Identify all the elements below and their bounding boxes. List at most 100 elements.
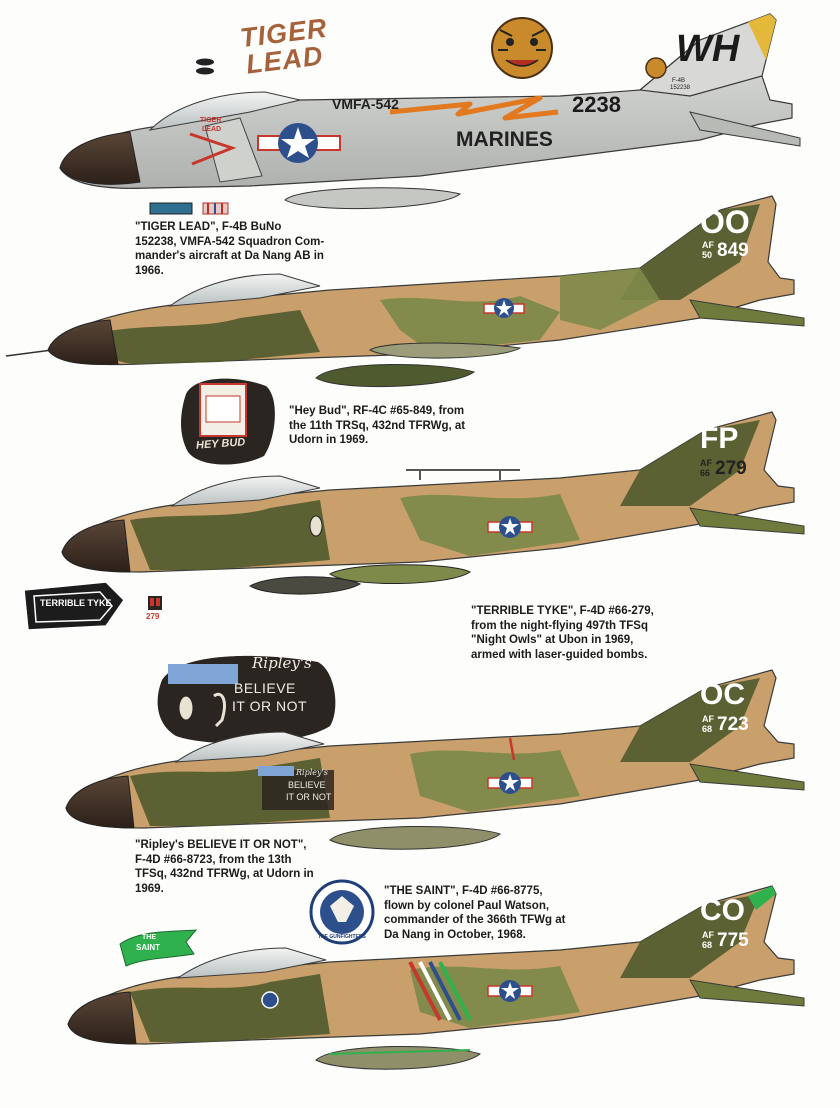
caption-terrible-tyke: "TERRIBLE TYKE", F-4D #66-279, from the … [471,605,654,661]
fp-af-text: AF [700,458,712,468]
ripley-nose-text-3: IT OR NOT [286,792,332,802]
nose-tiger-text-1: TIGER [200,117,222,124]
fp-year-text: 66 [700,468,711,478]
tail-green-flash [748,886,776,910]
star-insignia [487,516,533,538]
oc-tail-code: OC [700,678,745,711]
ripley-nose-text-2: BELIEVE [288,780,326,790]
ribbon-bars [149,202,229,215]
gunfighters-badge [309,879,375,945]
camo-green-3 [620,678,760,762]
lightning-bolt [389,95,559,121]
caption-ripleys: "Ripley's BELIEVE IT OR NOT", F-4D #66-8… [135,839,314,895]
tail-small-text-2: 152238 [670,85,691,91]
fp-tail-code: FP [700,422,739,455]
oo-serial-text: 849 [717,240,749,261]
fp-serial-text: 279 [715,458,747,479]
oo-tail-code: OO [700,204,750,240]
caption-tiger-lead: "TIGER LEAD", F-4B BuNo 152238, VMFA-542… [135,221,325,277]
aircraft-terrible-tyke [23,411,805,631]
terrible-tyke-badge-text: TERRIBLE TYKE [40,598,112,608]
star-insignia [487,980,533,1002]
canopy [176,947,327,979]
canopy [174,731,325,763]
owl-emblem [309,515,323,537]
co-year-text: 68 [702,940,713,950]
co-tail-code: CO [700,894,745,927]
oc-serial-text: 723 [717,714,749,735]
the-saint-flag-text-2: SAINT [136,943,160,952]
the-saint-flag-text-1: THE [142,934,156,941]
nose-radome [59,131,141,185]
stabilizer [689,111,801,147]
stabilizer [689,507,805,535]
antenna-rail [406,469,520,480]
drop-tank [284,187,462,210]
camo-green-4 [560,268,660,330]
tiger-badge [491,17,553,79]
pylon-green-stripe [329,1049,471,1055]
nose-radome [65,775,135,829]
the-saint-flag [119,929,198,967]
star-insignia [483,298,525,318]
oc-year-text: 68 [702,724,713,734]
nose-probe [5,349,53,357]
oo-af-text: AF [702,240,714,250]
nose-tiger-text-2: LEAD [202,126,222,133]
intake [204,117,263,183]
ripley-nose-text-1: Ripley's [296,768,328,777]
camo-green-1 [90,310,320,364]
bureau-number: 2238 [572,92,621,117]
canopy [170,475,321,507]
blue-name-panel [258,766,294,776]
co-serial-text: 775 [717,930,749,951]
aircraft-tiger-lead [59,13,801,215]
caption-hey-bud: "Hey Bud", RF-4C #65-849, from the 11th … [289,405,466,446]
drop-tank [329,825,502,850]
small-279-marker [148,596,162,610]
believe-text: BELIEVE [234,680,296,696]
red-fuselage-stripe [508,737,516,761]
camo-green-3 [620,420,760,506]
vmfa-text: VMFA-542 [332,96,399,112]
camo-green-3 [620,204,760,300]
nose-radome [61,519,131,573]
marines-text: MARINES [456,128,553,151]
camo-green-1 [130,974,330,1042]
color-stripes [408,961,472,1021]
ripleys-script-text: Ripley's [252,654,312,672]
drop-tank [315,363,476,388]
ripley-nose-art [262,770,334,810]
caption-the-saint: "THE SAINT", F-4D #66-8775, flown by col… [384,885,566,941]
gunfighters-text: THE GUNFIGHTERS [318,934,366,940]
drop-tank [315,1045,482,1070]
stabilizer [689,299,805,327]
aircraft-hey-bud [5,195,805,465]
nose-radome [47,319,119,365]
wh-tail-code: WH [676,28,740,70]
tail-tiger-badge [645,57,667,79]
star-insignia [487,772,533,794]
camo-green-2 [410,966,580,1028]
small-279-text: 279 [146,612,160,621]
camo-green-1 [130,500,330,570]
red-chevron [189,132,237,166]
unit-badge-fuselage [261,991,279,1009]
nose-radome [67,991,137,1045]
co-af-text: AF [702,930,714,940]
laser-bomb-1 [249,576,362,595]
laser-bomb-2 [329,564,471,585]
hey-bud-patch [181,378,275,465]
it-or-not-text: IT OR NOT [232,698,308,714]
camo-green-3 [620,894,760,978]
oo-year-text: 50 [702,250,713,260]
pylon-tank-2 [369,342,522,359]
ripleys-patch [157,655,336,744]
tail-stripe [748,14,776,60]
aircraft-ripleys [65,669,805,850]
star-insignia [257,123,341,163]
oc-af-text: AF [702,714,714,724]
stabilizer [689,979,805,1007]
